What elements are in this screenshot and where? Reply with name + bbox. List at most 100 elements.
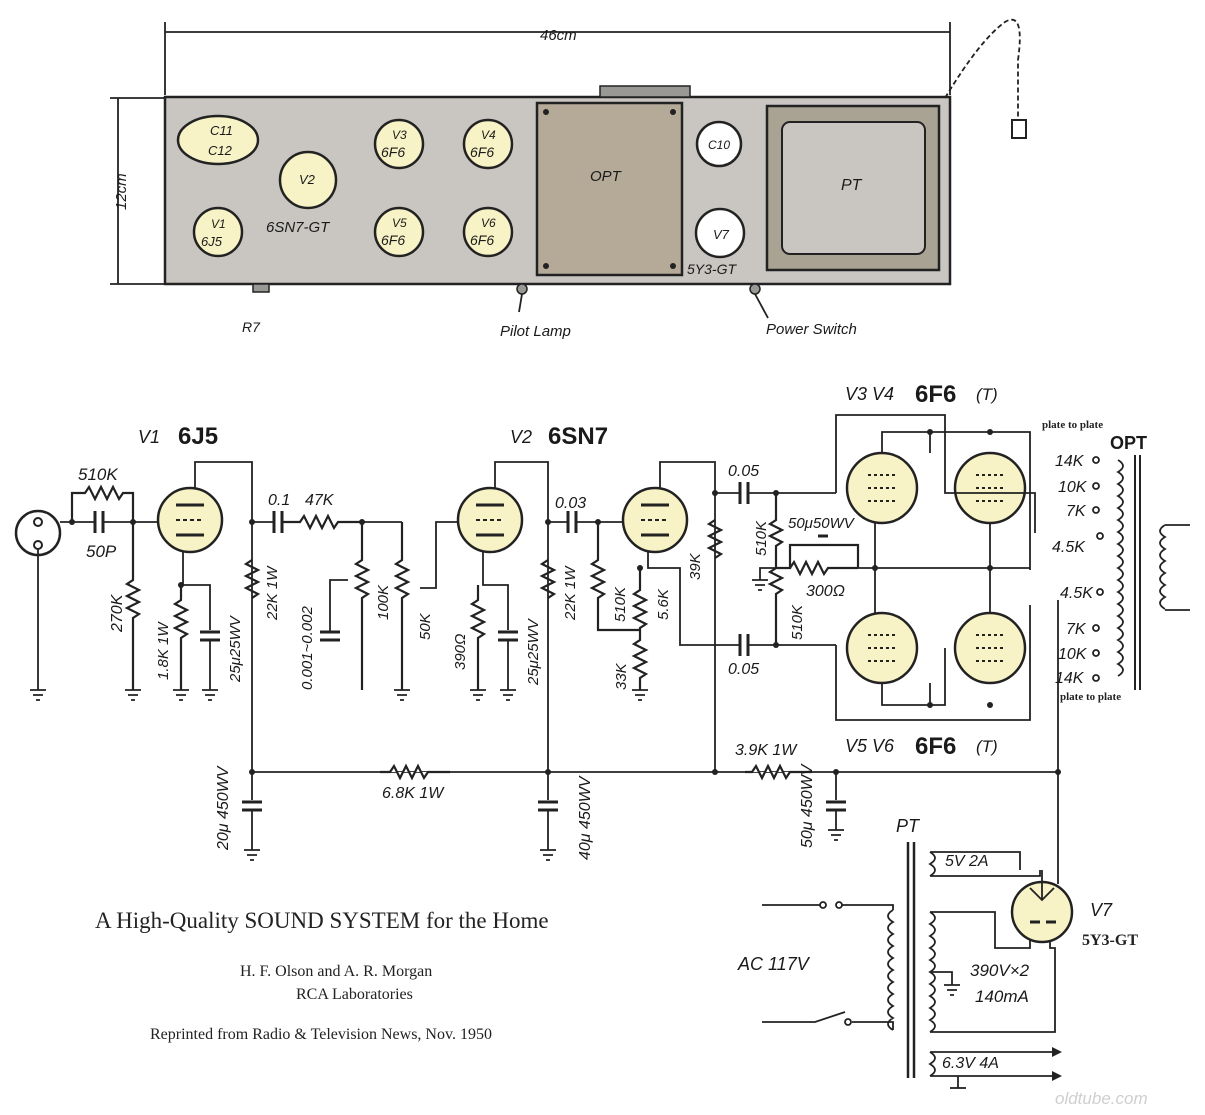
label-40u: 40μ 450WV [577, 775, 594, 860]
chassis-tube-v3 [373, 118, 425, 170]
chassis-v4-type: 6F6 [470, 144, 494, 160]
label-v1-type: 6J5 [178, 423, 218, 450]
caption-title: A High-Quality SOUND SYSTEM for the Home [95, 908, 549, 933]
label-5v-2a: 5V 2A [945, 853, 989, 870]
chassis-power-switch-label: Power Switch [766, 321, 857, 338]
opt-taps-bottom: 4.5K 7K 10K 14K [1055, 585, 1094, 687]
resistor-22k-b [539, 559, 557, 599]
power-switch-icon [749, 283, 761, 295]
chassis-r7-label: R7 [242, 319, 261, 335]
resistor-390 [469, 585, 487, 690]
label-47k: 47K [305, 492, 335, 509]
resistor-22k-a [243, 559, 261, 599]
label-22k-b: 22K 1W [562, 565, 579, 621]
chassis-cap-c10 [695, 120, 743, 168]
resistor-300 [776, 543, 860, 577]
chassis-c10-label: C10 [708, 138, 730, 152]
chassis-v6-type: 6F6 [470, 232, 494, 248]
label-0-001: 0.001~0.002 [299, 606, 316, 690]
label-v2: V2 [510, 427, 532, 447]
label-33k: 33K [613, 662, 630, 690]
chassis-pt-window [781, 121, 926, 255]
chassis-tube-v5 [373, 206, 425, 258]
opt-primary-winding [1116, 459, 1124, 677]
label-140ma: 140mA [975, 987, 1029, 1006]
label-plate-to-plate-bottom: plate to plate [1060, 691, 1121, 703]
chassis-v1-name: V1 [211, 217, 226, 231]
chassis-opt [535, 101, 684, 277]
label-510k-input: 510K [78, 465, 118, 484]
chassis-pilot-lamp-label: Pilot Lamp [500, 323, 571, 340]
watermark: oldtube.com [1055, 1089, 1148, 1108]
label-0-05-bot: 0.05 [728, 661, 759, 678]
resistor-6-8k [380, 763, 450, 781]
tap-bottom-2: 10K [1058, 646, 1088, 663]
chassis-v1-type: 6J5 [201, 234, 223, 249]
label-triode-bottom: (T) [976, 737, 998, 756]
label-v7: V7 [1090, 900, 1113, 920]
label-plate-to-plate-top: plate to plate [1042, 419, 1103, 431]
caption-authors: H. F. Olson and A. R. Morgan [240, 963, 432, 980]
chassis-v5-type: 6F6 [381, 232, 405, 248]
r7-knob-icon [252, 283, 270, 293]
resistor-39k [706, 519, 724, 559]
resistor-270k [124, 522, 142, 690]
caption: A High-Quality SOUND SYSTEM for the Home… [95, 908, 549, 1043]
label-3-9k: 3.9K 1W [735, 742, 798, 759]
caption-reprint: Reprinted from Radio & Television News, … [150, 1026, 492, 1043]
resistor-100k [353, 522, 371, 690]
chassis-tube-v2 [278, 150, 338, 210]
schematic: 510K 50P 270K V1 6J5 1.8K 1W 25μ25WV 22K… [14, 381, 1190, 1089]
resistor-1-8k [172, 585, 190, 690]
label-6-3v: 6.3V 4A [942, 1055, 999, 1072]
label-50u-450: 50μ 450WV [799, 763, 816, 848]
label-0-03: 0.03 [555, 495, 586, 512]
label-5-6k: 5.6K [655, 588, 672, 620]
chassis-pt-label: PT [841, 177, 863, 194]
tap-bottom-0: 4.5K [1060, 585, 1094, 602]
resistor-510k-input [70, 484, 135, 522]
chassis-view: 46cm 12cm C11 C12 V1 6J5 V2 6SN7-GT V3 6… [110, 18, 1027, 340]
label-v1: V1 [138, 427, 160, 447]
label-50u50wv: 50μ50WV [788, 515, 856, 532]
chassis-v4-name: V4 [481, 128, 496, 142]
chassis-v6-name: V6 [481, 216, 496, 230]
resistor-510k-grid [767, 493, 785, 645]
label-390v: 390V×2 [970, 961, 1030, 980]
chassis-v7-type: 5Y3-GT [687, 261, 737, 277]
plug-icon [1011, 119, 1027, 139]
label-50p: 50P [86, 542, 117, 561]
label-510k-d: 510K [789, 604, 806, 640]
power-cord [944, 18, 1021, 120]
label-v2-type: 6SN7 [548, 423, 608, 450]
capacitor-c11-c12 [176, 114, 260, 166]
tap-top-0: 14K [1055, 453, 1085, 470]
label-triode-top: (T) [976, 385, 998, 404]
label-510k-b: 510K [612, 586, 629, 622]
tap-bottom-3: 14K [1055, 670, 1085, 687]
label-300: 300Ω [806, 583, 845, 600]
caption-org: RCA Laboratories [296, 986, 413, 1003]
chassis-tube-v6 [462, 206, 514, 258]
chassis-opt-label: OPT [590, 168, 623, 185]
chassis-v3-type: 6F6 [381, 144, 405, 160]
label-v5-v6: V5 V6 [845, 736, 895, 756]
label-6-8k: 6.8K 1W [382, 785, 445, 802]
tap-bottom-1: 7K [1066, 621, 1087, 638]
label-0-1: 0.1 [268, 492, 290, 509]
width-label: 46cm [540, 27, 577, 44]
label-v5-v6-type: 6F6 [915, 733, 956, 760]
chassis-v7-name: V7 [713, 227, 730, 242]
chassis-v2-type: 6SN7-GT [266, 219, 331, 236]
cap-c12-label: C12 [208, 143, 233, 158]
chassis-v2-name: V2 [299, 172, 316, 187]
label-20u: 20μ 450WV [215, 765, 232, 851]
chassis-tube-v4 [462, 118, 514, 170]
chassis-v5-name: V5 [392, 216, 407, 230]
chassis-tube-v7 [694, 207, 746, 259]
label-v3-v4-type: 6F6 [915, 381, 956, 408]
resistor-3-9k [745, 763, 812, 781]
label-ac-117v: AC 117V [737, 954, 811, 974]
pilot-lamp-icon [516, 283, 528, 295]
